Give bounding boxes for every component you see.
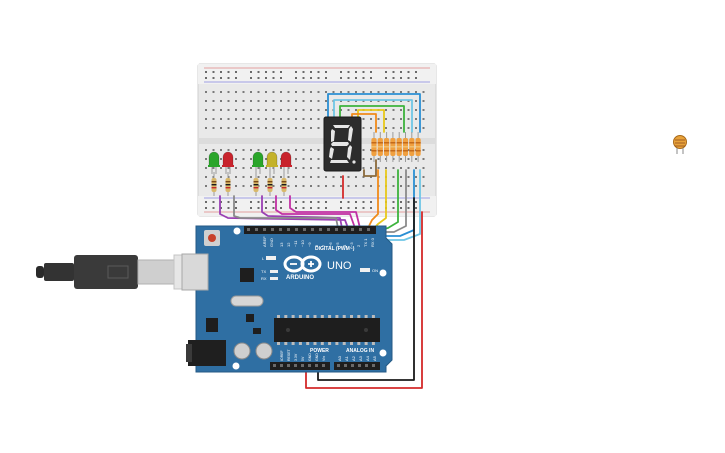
wire-magenta-2[interactable] xyxy=(289,195,361,229)
wire-orange-top[interactable] xyxy=(351,113,377,133)
svg-text:Vin: Vin xyxy=(322,356,326,361)
wire-cyan[interactable] xyxy=(387,169,421,241)
svg-text:~5: ~5 xyxy=(335,242,340,247)
on-label: ON xyxy=(372,268,378,273)
svg-text:4: 4 xyxy=(342,244,347,247)
led[interactable] xyxy=(266,151,278,174)
segment-digit xyxy=(329,125,353,163)
svg-text:~6: ~6 xyxy=(328,242,333,247)
svg-text:3.3V: 3.3V xyxy=(294,353,298,361)
atmega-pins xyxy=(277,315,375,345)
svg-text:5V: 5V xyxy=(301,356,305,361)
wire-black-gnd[interactable] xyxy=(317,197,415,381)
led[interactable] xyxy=(208,151,220,174)
svg-text:13: 13 xyxy=(279,242,284,247)
svg-text:A2: A2 xyxy=(351,355,356,361)
seven-segment-display[interactable] xyxy=(323,116,362,172)
wire-orange[interactable] xyxy=(367,169,379,229)
segment-resistors[interactable] xyxy=(371,132,421,162)
leds[interactable] xyxy=(208,151,292,174)
arduino-uno[interactable]: ARDUINO UNO DIGITAL (PWM~) POWER ANALOG … xyxy=(181,225,393,373)
wire-purple-2[interactable] xyxy=(261,195,343,229)
led[interactable] xyxy=(222,151,234,174)
svg-text:7: 7 xyxy=(321,244,326,247)
svg-text:RX 0: RX 0 xyxy=(370,237,375,247)
rx-label: RX xyxy=(261,276,267,281)
svg-text:~11: ~11 xyxy=(293,240,298,247)
usb-cable[interactable] xyxy=(36,254,197,290)
arduino-logo-icon xyxy=(283,255,322,273)
svg-text:A3: A3 xyxy=(358,355,363,361)
svg-text:GND: GND xyxy=(308,353,312,361)
wire-purple[interactable] xyxy=(219,195,349,229)
svg-text:A1: A1 xyxy=(344,355,349,361)
wire-magenta[interactable] xyxy=(275,195,356,229)
wire-gray[interactable] xyxy=(233,195,339,229)
resistors[interactable] xyxy=(211,172,287,196)
svg-text:GND: GND xyxy=(315,353,319,361)
wires[interactable] xyxy=(219,93,423,389)
power-analog-header-pins[interactable] xyxy=(273,364,375,367)
wire-blue-top[interactable] xyxy=(327,93,421,133)
svg-text:TX 1: TX 1 xyxy=(363,238,368,247)
svg-text:RESET: RESET xyxy=(287,348,291,361)
l-label: L xyxy=(262,256,265,261)
tx-label: TX xyxy=(261,269,266,274)
wire-cyan-top[interactable] xyxy=(333,99,413,133)
power-label: POWER xyxy=(310,348,329,354)
led[interactable] xyxy=(280,151,292,174)
digital-header-pins[interactable] xyxy=(247,228,370,231)
photoresistor[interactable] xyxy=(673,135,687,155)
svg-text:A0: A0 xyxy=(337,355,342,361)
svg-text:IOREF: IOREF xyxy=(280,350,284,361)
wire-gray-2[interactable] xyxy=(383,169,407,233)
svg-text:A5: A5 xyxy=(372,355,377,361)
svg-text:~9: ~9 xyxy=(307,242,312,247)
analog-in-label: ANALOG IN xyxy=(346,348,374,354)
wire-green-top[interactable] xyxy=(339,105,405,133)
arduino-model-label: UNO xyxy=(327,260,352,272)
wire-red-power[interactable] xyxy=(305,211,423,389)
svg-text:A4: A4 xyxy=(365,355,370,361)
aref-label: AREF xyxy=(262,236,267,247)
svg-text:~3: ~3 xyxy=(349,242,354,247)
svg-text:8: 8 xyxy=(314,244,319,247)
svg-text:12: 12 xyxy=(286,242,291,247)
svg-text:2: 2 xyxy=(356,244,361,247)
gnd-label: GND xyxy=(269,238,274,247)
svg-text:~10: ~10 xyxy=(300,239,305,247)
wire-brown[interactable] xyxy=(363,159,377,177)
digital-pwm-label: DIGITAL (PWM~) xyxy=(315,246,355,252)
led[interactable] xyxy=(252,151,264,174)
arduino-brand-label: ARDUINO xyxy=(286,275,314,281)
